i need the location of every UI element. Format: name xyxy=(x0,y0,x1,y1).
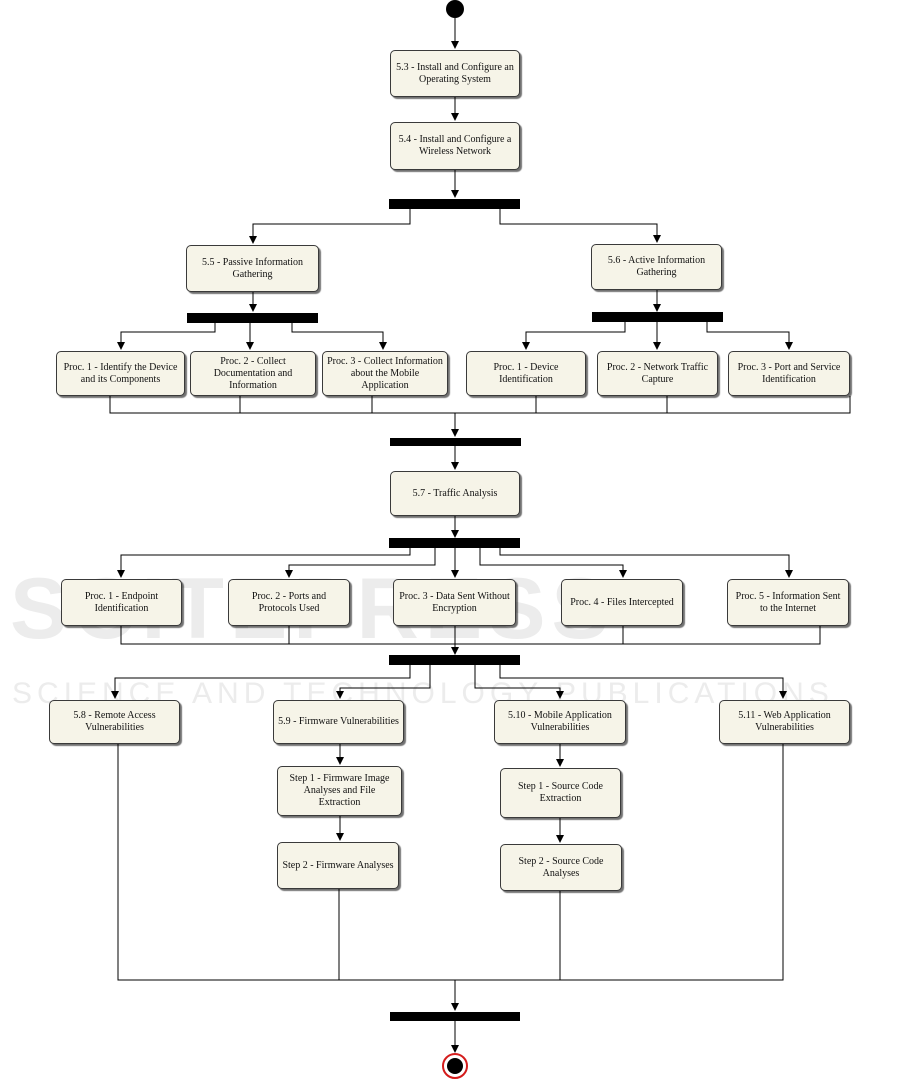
node-active-proc-1[interactable]: Proc. 1 - Device Identification xyxy=(466,351,586,396)
node-5-5-label: 5.5 - Passive Information Gathering xyxy=(201,256,304,280)
edge-fork5-59 xyxy=(336,665,431,699)
node-5-7-label: 5.7 - Traffic Analysis xyxy=(412,487,498,499)
fork-bar-2 xyxy=(187,313,318,323)
node-5-9[interactable]: 5.9 - Firmware Vulnerabilities xyxy=(273,700,404,744)
edge-fork5-510 xyxy=(474,665,564,699)
node-firmware-step-2[interactable]: Step 2 - Firmware Analyses xyxy=(277,842,399,889)
node-5-10[interactable]: 5.10 - Mobile Application Vulnerabilitie… xyxy=(494,700,626,744)
node-active-proc-3[interactable]: Proc. 3 - Port and Service Identificatio… xyxy=(728,351,850,396)
node-5-5[interactable]: 5.5 - Passive Information Gathering xyxy=(186,245,319,292)
node-5-11[interactable]: 5.11 - Web Application Vulnerabilities xyxy=(719,700,850,744)
edge-fork4-t5 xyxy=(499,548,793,578)
node-firmware-step-1[interactable]: Step 1 - Firmware Image Analyses and Fil… xyxy=(277,766,402,816)
node-firmware-step-1-label: Step 1 - Firmware Image Analyses and Fil… xyxy=(289,773,390,808)
node-active-proc-2-label: Proc. 2 - Network Traffic Capture xyxy=(606,361,709,385)
edge-fork5-58 xyxy=(111,665,411,699)
node-traffic-proc-4[interactable]: Proc. 4 - Files Intercepted xyxy=(561,579,683,626)
node-5-8-label: 5.8 - Remote Access Vulnerabilities xyxy=(73,710,156,733)
node-5-8[interactable]: 5.8 - Remote Access Vulnerabilities xyxy=(49,700,180,744)
edge-fork4-t2 xyxy=(285,548,436,578)
node-5-3-label: 5.3 - Install and Configure an Operating… xyxy=(396,61,514,85)
edge-fork4-t4 xyxy=(479,548,627,578)
node-mobile-step-2-label: Step 2 - Source Code Analyses xyxy=(518,855,604,879)
fork-bar-3 xyxy=(592,312,723,322)
node-mobile-step-2[interactable]: Step 2 - Source Code Analyses xyxy=(500,844,622,891)
node-traffic-proc-2-label: Proc. 2 - Ports and Protocols Used xyxy=(251,590,327,614)
edge-fork5-511 xyxy=(499,665,787,699)
edge-fork3-a3 xyxy=(706,322,793,350)
edge-fork2-p1 xyxy=(117,323,216,350)
node-active-proc-3-label: Proc. 3 - Port and Service Identificatio… xyxy=(737,361,841,385)
node-5-4[interactable]: 5.4 - Install and Configure a Wireless N… xyxy=(390,122,520,170)
node-mobile-step-1-label: Step 1 - Source Code Extraction xyxy=(518,781,603,804)
end-node-core xyxy=(447,1058,463,1074)
start-node xyxy=(446,0,464,18)
node-5-6[interactable]: 5.6 - Active Information Gathering xyxy=(591,244,722,290)
node-traffic-proc-3-label: Proc. 3 - Data Sent Without Encryption xyxy=(399,590,510,614)
edge-fork4-t1 xyxy=(117,548,411,578)
edge-join3-bus xyxy=(117,744,784,981)
node-active-proc-2[interactable]: Proc. 2 - Network Traffic Capture xyxy=(597,351,718,396)
fork-bar-4 xyxy=(389,538,520,548)
node-passive-proc-3[interactable]: Proc. 3 - Collect Information about the … xyxy=(322,351,448,396)
node-mobile-step-1[interactable]: Step 1 - Source Code Extraction xyxy=(500,768,621,818)
node-passive-proc-1[interactable]: Proc. 1 - Identify the Device and its Co… xyxy=(56,351,185,396)
node-active-proc-1-label: Proc. 1 - Device Identification xyxy=(493,361,559,385)
node-traffic-proc-4-label: Proc. 4 - Files Intercepted xyxy=(570,596,674,608)
node-passive-proc-1-label: Proc. 1 - Identify the Device and its Co… xyxy=(63,361,178,385)
node-traffic-proc-1-label: Proc. 1 - Endpoint Identification xyxy=(84,590,159,614)
node-traffic-proc-5-label: Proc. 5 - Information Sent to the Intern… xyxy=(735,590,841,614)
join-bar-1 xyxy=(390,438,521,446)
node-traffic-proc-5[interactable]: Proc. 5 - Information Sent to the Intern… xyxy=(727,579,849,626)
node-5-6-label: 5.6 - Active Information Gathering xyxy=(607,255,706,278)
fork-bar-1 xyxy=(389,199,520,209)
node-5-10-label: 5.10 - Mobile Application Vulnerabilitie… xyxy=(508,710,612,733)
edge-join1-bus xyxy=(109,396,851,414)
node-5-4-label: 5.4 - Install and Configure a Wireless N… xyxy=(398,134,512,157)
edge-fork1-55 xyxy=(249,209,411,244)
edge-fork1-56 xyxy=(499,209,661,243)
edge-fork2-p3 xyxy=(291,323,387,350)
node-5-7[interactable]: 5.7 - Traffic Analysis xyxy=(390,471,520,516)
edge-fork3-a1 xyxy=(522,322,626,350)
node-passive-proc-2[interactable]: Proc. 2 - Collect Documentation and Info… xyxy=(190,351,316,396)
node-passive-proc-2-label: Proc. 2 - Collect Documentation and Info… xyxy=(213,355,293,391)
node-firmware-step-2-label: Step 2 - Firmware Analyses xyxy=(282,859,394,871)
node-traffic-proc-1[interactable]: Proc. 1 - Endpoint Identification xyxy=(61,579,182,626)
node-traffic-proc-3[interactable]: Proc. 3 - Data Sent Without Encryption xyxy=(393,579,516,626)
node-5-3[interactable]: 5.3 - Install and Configure an Operating… xyxy=(390,50,520,97)
fork-bar-5 xyxy=(389,655,520,665)
node-5-11-label: 5.11 - Web Application Vulnerabilities xyxy=(738,710,831,733)
join-bar-3 xyxy=(390,1012,520,1021)
edge-join2-bus xyxy=(120,626,821,645)
node-traffic-proc-2[interactable]: Proc. 2 - Ports and Protocols Used xyxy=(228,579,350,626)
node-5-9-label: 5.9 - Firmware Vulnerabilities xyxy=(278,716,399,727)
node-passive-proc-3-label: Proc. 3 - Collect Information about the … xyxy=(327,355,443,391)
